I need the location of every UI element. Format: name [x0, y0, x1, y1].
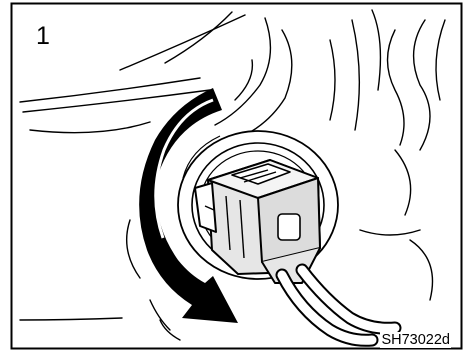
step-number: 1: [36, 24, 50, 49]
figure-code: SH73022d: [380, 332, 451, 348]
